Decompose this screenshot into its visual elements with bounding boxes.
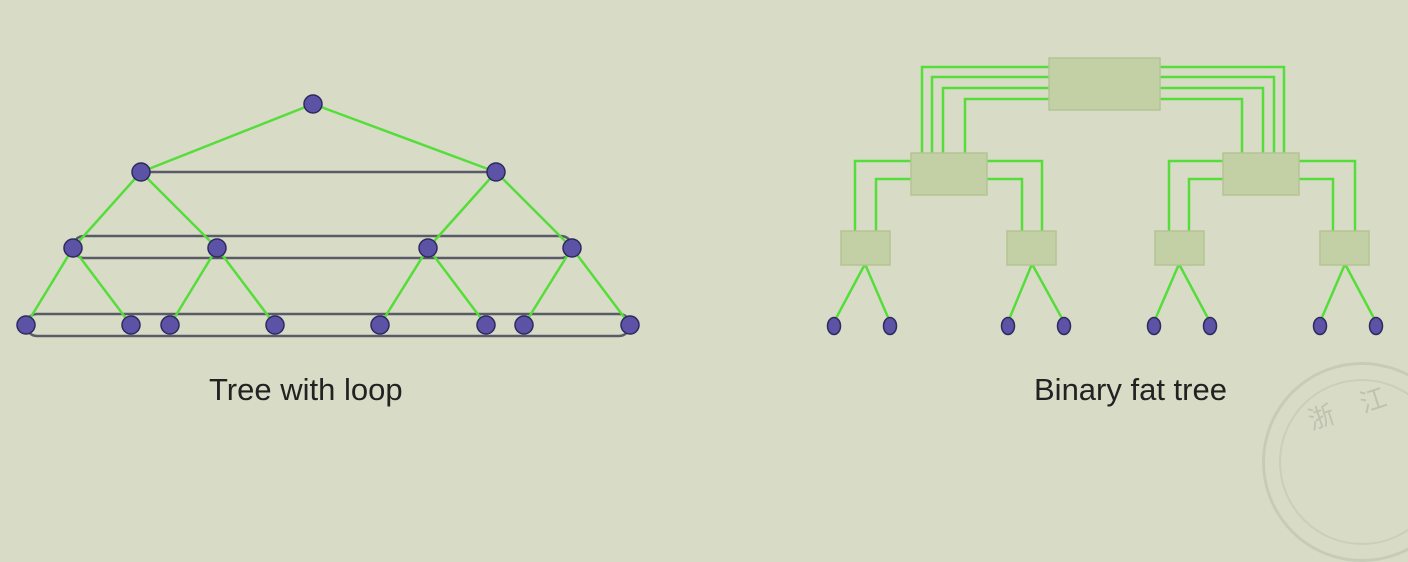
fat-link-top-right-3 — [1158, 97, 1244, 160]
tree-node-root — [303, 94, 323, 114]
fat-link-mid-c-0 — [1167, 159, 1224, 240]
fat-tree-leaf-1 — [882, 316, 898, 336]
fat-link-top-right-1 — [1158, 75, 1276, 160]
tree-node-l1-0 — [131, 162, 151, 182]
fat-switch-l2-2 — [1154, 230, 1205, 266]
slide-canvas: Tree with loop Binary fat tree 浙 江 大 — [16, 57, 1408, 562]
tree-node-l1-1 — [486, 162, 506, 182]
fat-leaf-link-1-1 — [1030, 263, 1066, 323]
tree-node-l3-6 — [514, 315, 534, 335]
tree-link-l2-l3-5 — [427, 247, 487, 326]
fat-link-top-left-0 — [920, 65, 1050, 160]
fat-switch-l1-right — [1222, 152, 1300, 196]
fat-switch-root — [1048, 57, 1161, 111]
fat-leaf-link-2-1 — [1177, 263, 1212, 323]
tree-link-l2-l3-1 — [72, 247, 132, 326]
tree-link-l2-l3-2 — [168, 247, 219, 326]
fat-link-mid-b-0 — [986, 159, 1044, 240]
fat-tree-leaf-4 — [1146, 316, 1162, 336]
tree-link-l1-l2-1 — [140, 171, 218, 249]
fat-leaf-link-2-0 — [1152, 263, 1181, 323]
fat-tree-leaf-6 — [1312, 316, 1328, 336]
tree-link-l2-l3-4 — [378, 247, 430, 326]
tree-with-loop-caption: Tree with loop — [209, 372, 403, 407]
fat-link-top-left-3 — [963, 97, 1050, 160]
fat-switch-l1-left — [910, 152, 988, 196]
fat-tree-leaf-3 — [1056, 316, 1072, 336]
fat-switch-l2-3 — [1319, 230, 1370, 266]
tree-node-l2-3 — [562, 238, 582, 258]
tree-link-l2-l3-3 — [216, 247, 276, 326]
fat-leaf-link-0-0 — [832, 263, 867, 323]
tree-link-root-0 — [140, 102, 314, 174]
fat-link-top-left-2 — [941, 86, 1050, 160]
tree-with-loop-diagram — [16, 94, 640, 338]
fat-link-mid-c-1 — [1187, 177, 1224, 240]
fat-leaf-link-0-1 — [863, 263, 892, 323]
fat-link-mid-a-0 — [853, 159, 912, 240]
fat-leaf-link-3-0 — [1318, 263, 1347, 323]
tree-link-l1-l2-0 — [72, 171, 142, 249]
fat-link-top-right-0 — [1158, 65, 1286, 160]
fat-leaf-link-1-0 — [1006, 263, 1034, 323]
tree-node-l3-2 — [160, 315, 180, 335]
tree-node-l3-5 — [476, 315, 496, 335]
university-seal-watermark: 浙 江 大 — [1262, 362, 1408, 562]
fat-tree-leaf-2 — [1000, 316, 1016, 336]
fat-leaf-link-3-1 — [1343, 263, 1378, 323]
tree-node-l3-3 — [265, 315, 285, 335]
tree-node-l2-0 — [63, 238, 83, 258]
tree-node-l2-2 — [418, 238, 438, 258]
fat-link-top-right-2 — [1158, 86, 1265, 160]
tree-link-l2-l3-0 — [24, 247, 75, 326]
fat-link-mid-b-1 — [986, 177, 1024, 240]
tree-link-root-1 — [312, 102, 497, 174]
fat-link-top-left-1 — [930, 75, 1050, 160]
fat-link-mid-a-1 — [874, 177, 912, 240]
fat-tree-leaf-5 — [1202, 316, 1218, 336]
tree-node-l3-4 — [370, 315, 390, 335]
tree-node-l3-7 — [620, 315, 640, 335]
fat-switch-l2-1 — [1006, 230, 1057, 266]
tree-link-l2-l3-7 — [571, 247, 631, 326]
binary-fat-tree-caption: Binary fat tree — [1034, 372, 1227, 407]
fat-link-mid-d-0 — [1298, 159, 1357, 240]
tree-node-l3-1 — [121, 315, 141, 335]
binary-fat-tree-diagram — [826, 57, 1384, 336]
fat-switch-l2-0 — [840, 230, 891, 266]
tree-link-l1-l2-3 — [495, 171, 573, 249]
tree-link-l1-l2-2 — [427, 171, 497, 249]
tree-node-l2-1 — [207, 238, 227, 258]
fat-tree-leaf-7 — [1368, 316, 1384, 336]
tree-node-l3-0 — [16, 315, 36, 335]
tree-link-l2-l3-6 — [522, 247, 574, 326]
fat-link-mid-d-1 — [1298, 177, 1335, 240]
fat-tree-leaf-0 — [826, 316, 842, 336]
